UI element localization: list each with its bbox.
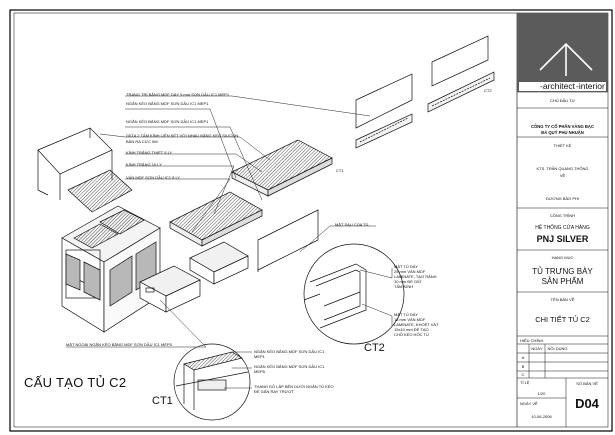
project-brand: PNJ SILVER xyxy=(536,234,589,244)
owner-name-1: CÔNG TY CỔ PHẦN VÀNG BẠC xyxy=(531,124,594,129)
label-kinh-5ly: KÍNH TRẮNG THIẾT 5 LY xyxy=(126,150,173,155)
drawer-name: DƯƠNG BẢO PHI xyxy=(545,196,580,201)
ct2-note-1-l5: TẤM KÍNH xyxy=(394,284,414,289)
logo-mark xyxy=(539,42,593,76)
detail-title-ct1: CT1 xyxy=(152,395,173,407)
drawer-open xyxy=(139,265,201,313)
design-label: THIẾT KẾ xyxy=(553,143,572,148)
detail-ct1-circle xyxy=(173,343,251,421)
owner-label: CHỦ ĐẦU TƯ xyxy=(549,98,576,103)
outer-border xyxy=(9,9,613,432)
label-mat-sau: MẶT SAU CỦA TỦ xyxy=(335,222,369,227)
label-ct2-small: CT2 xyxy=(484,88,492,93)
ct2-note-2-l3: LAMINATE, KHOÉT VÁT xyxy=(394,322,439,327)
leader-lines xyxy=(66,95,393,389)
trim-panels xyxy=(355,35,495,149)
ct1-note-2-l1: NGĂN KÉO BẰNG MDF SƠN DẦU IC1 xyxy=(254,364,325,369)
label-mat-ngoai: MẶT NGOÀI NGĂN KÉO BẰNG MDF SƠN DẦU IC1 … xyxy=(66,342,172,347)
sheet-number: D04 xyxy=(575,396,599,411)
owner-name-2: ĐÁ QUÝ PHÚ NHUẬN xyxy=(541,130,584,135)
revision-col-content: NỘI DUNG xyxy=(547,346,568,351)
drawing-main-title: CẤU TẠO TỦ C2 xyxy=(24,375,127,390)
label-silicon: GIỮA 2 TẤM KÍNH LIÊN KẾT VỚI NHAU BẰNG K… xyxy=(126,133,239,138)
detail-title-ct2: CT2 xyxy=(364,342,385,354)
ct2-note-1-l1: MẶT TỦ DÀY xyxy=(394,264,419,269)
drawer-middle xyxy=(189,241,249,285)
glass-panel-hatched xyxy=(67,169,133,213)
label-ngan-keo-1: NGĂN KÉO BẰNG MDF SƠN DẦU IC1 MEP1 xyxy=(126,101,209,106)
item-label: HẠNG MỤC xyxy=(551,255,574,260)
ct2-note-1-l3: LAMINATE, TẠO RÃNH xyxy=(394,274,437,279)
revision-col-date: NGÀY xyxy=(531,346,543,351)
base-cabinet xyxy=(61,205,161,333)
ct2-note-2-l2: 18 mm VÁN MDF xyxy=(394,317,426,322)
scale-label: TỈ LỆ xyxy=(520,380,530,385)
glass-tray-top xyxy=(231,139,333,197)
ct1-note-2-l2: MEP5 xyxy=(254,369,265,374)
ct1-note-1-l2: MEP1 xyxy=(254,354,265,359)
label-ngan-keo-2: NGĂN KÉO BẰNG MDF SƠN DẦU IC1 MEP1 xyxy=(126,119,209,124)
sheet-label: SỐ BẢN VẼ xyxy=(576,381,598,386)
revision-row-c: C xyxy=(521,372,525,377)
glass-top-frame xyxy=(37,127,113,200)
label-trang-tri: TRANG TRÍ BẰNG MDF DÀY 9 mm SƠN DẦU IC1 … xyxy=(126,92,230,97)
drawing-name: CHI TIẾT TỦ C2 xyxy=(535,315,590,324)
logo-text-interior: -interior xyxy=(576,81,605,91)
label-ban-ra: BẢN RA CỰC IIM xyxy=(126,139,158,144)
revision-row-a: A xyxy=(521,355,525,360)
detail-ct2-circle xyxy=(303,243,405,345)
item-name-2: SẢN PHẨM xyxy=(541,277,584,286)
scale-value: 1/20 xyxy=(537,391,546,396)
inner-border xyxy=(13,12,609,428)
project-name: HỆ THỐNG CỬA HÀNG xyxy=(535,225,590,231)
ct1-note-1-l1: NGĂN KÉO BẰNG MDF SƠN DẦU IC1 xyxy=(254,349,325,354)
project-label: CÔNG TRÌNH xyxy=(549,213,576,218)
ct2-note-2-l5: CHỖ KÉO HỘC TỦ xyxy=(394,332,429,337)
glass-tray-middle xyxy=(169,191,263,247)
date-label: NGÀY VẼ xyxy=(520,401,538,406)
ct2-note-1-l2: 25 mm VÁN MDF xyxy=(394,269,426,274)
label-ct1-small: CT1 xyxy=(336,168,344,173)
item-name-1: TỦ TRƯNG BÀY xyxy=(532,267,593,276)
label-van-mdf: VÁN MDF SƠN DẦU IC1 8 LY xyxy=(126,175,181,180)
label-kinh-10ly: KÍNH TRẮNG 10 LY xyxy=(126,162,162,167)
drawing-label: TÊN BẢN VẼ xyxy=(550,297,575,302)
ct1-note-3-l1: THANH GỖ LẮP BÊN DƯỚI NGĂN TỦ KÉO xyxy=(254,384,334,389)
ct2-note-2-l1: MẶT TỦ DÀY xyxy=(394,312,419,317)
revision-label: HIỆU CHỈNH xyxy=(520,338,544,343)
logo-text-architect: -architect xyxy=(540,81,575,91)
date-value: 10-06-2006 xyxy=(531,414,552,419)
designer-name: KTS. TRẦN QUANG THÔNG xyxy=(536,166,589,171)
ct2-note-1-l4: 10 mm ĐỂ GIỮ xyxy=(394,279,422,284)
revision-row-b: B xyxy=(521,364,525,369)
logo-text-bg xyxy=(519,82,606,91)
back-panel xyxy=(257,209,319,272)
ct1-note-3-l2: ĐỂ GẮN RAY TRƯỢT xyxy=(254,389,294,394)
ct2-note-2-l4: 15x10 mm ĐỂ TẠO xyxy=(394,327,429,332)
drawn-label: VẼ xyxy=(559,173,566,178)
logo-block xyxy=(517,13,608,92)
